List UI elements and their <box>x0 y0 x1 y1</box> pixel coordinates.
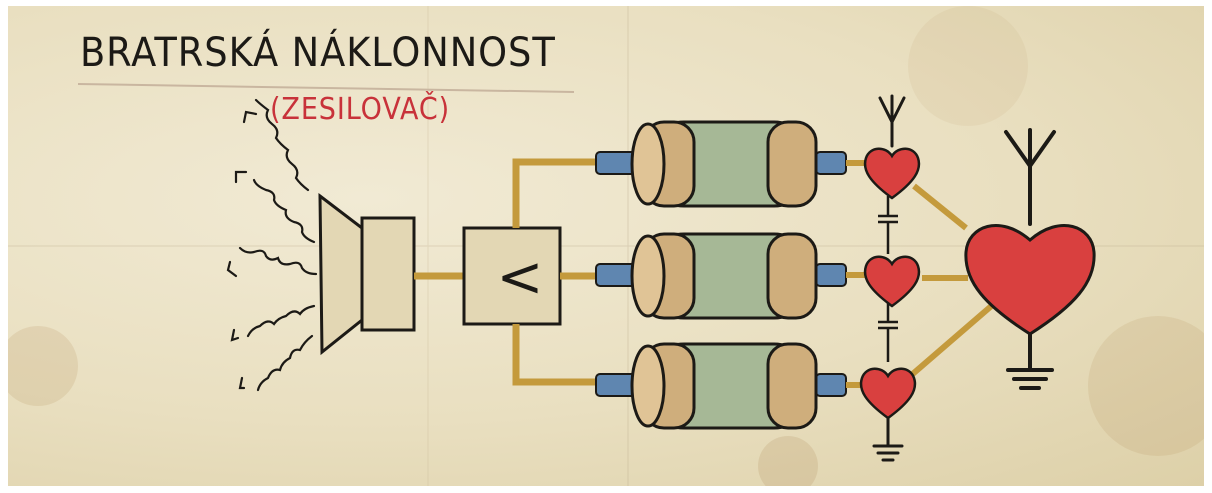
big-ground-icon <box>1006 332 1054 390</box>
paper-texture <box>8 6 1204 486</box>
capsule-top <box>595 120 847 208</box>
capsule-resistor-icon <box>595 120 847 430</box>
capacitor-icon <box>878 196 898 362</box>
diagram-canvas: BRATRSKÁ NÁKLONNOST (ZESILOVAČ) < <box>8 6 1204 486</box>
small-heart-top <box>863 147 921 200</box>
sound-wave-icon <box>226 98 318 392</box>
big-antenna-icon <box>1004 128 1056 226</box>
ground-icon <box>872 416 904 462</box>
diagram-title: BRATRSKÁ NÁKLONNOST <box>80 30 556 76</box>
big-heart-icon <box>964 224 1096 336</box>
title-underline <box>77 83 575 93</box>
circuit-diagram <box>8 6 1204 486</box>
small-heart-bottom <box>859 367 917 420</box>
antenna-icon <box>878 94 906 148</box>
wires-hearts-big-heart <box>906 183 998 381</box>
amplifier-symbol: < <box>496 245 544 310</box>
heart-icon <box>859 147 921 420</box>
capsule-bottom <box>595 342 847 430</box>
wires-amp-capsules <box>512 158 596 386</box>
capsule-middle <box>595 232 847 320</box>
amplifier-icon <box>462 226 562 326</box>
small-heart-middle <box>863 255 921 308</box>
speaker-icon <box>318 192 416 356</box>
diagram-subtitle: (ZESILOVAČ) <box>270 92 451 127</box>
